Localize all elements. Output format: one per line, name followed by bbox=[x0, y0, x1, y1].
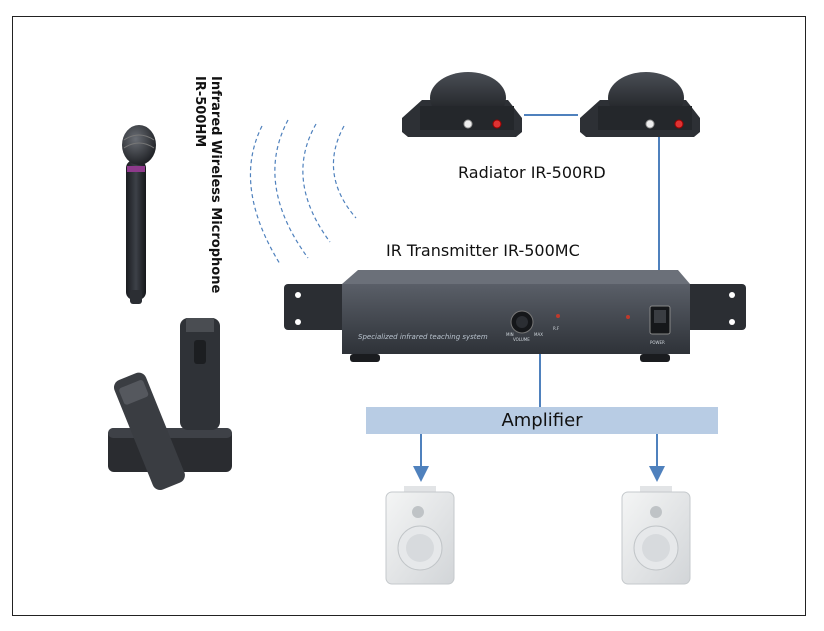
rf-label: R.F bbox=[553, 326, 560, 331]
microphone-label-line2: IR-500HM bbox=[192, 76, 207, 148]
transmitter-label: IR Transmitter IR-500MC bbox=[386, 241, 580, 260]
transmitter-brand-text: Specialized infrared teaching system bbox=[358, 333, 488, 341]
signal-wave-icon bbox=[249, 119, 357, 265]
amplifier-box: Amplifier bbox=[366, 407, 718, 434]
amplifier-label: Amplifier bbox=[501, 410, 583, 431]
microphone-icon bbox=[122, 125, 156, 304]
speaker-icon bbox=[385, 486, 455, 585]
transmitter-icon bbox=[284, 270, 746, 362]
radiator-label: Radiator IR-500RD bbox=[458, 163, 606, 182]
radiator-icon bbox=[402, 72, 522, 137]
volume-max-label: MAX bbox=[534, 332, 543, 337]
volume-label: VOLUME bbox=[513, 337, 530, 342]
radiator-icon bbox=[580, 72, 700, 137]
diagram-frame bbox=[12, 16, 806, 616]
microphone-label-line1: Infrared Wireless Microphone bbox=[208, 76, 223, 294]
microphone-label: Infrared Wireless Microphone IR-500HM bbox=[183, 76, 223, 306]
connection-lines bbox=[524, 114, 660, 407]
charger-icon bbox=[108, 318, 232, 490]
arrow-down-icon bbox=[413, 434, 665, 482]
power-label: POWER bbox=[650, 340, 665, 345]
volume-min-label: MIN bbox=[506, 332, 514, 337]
speaker-icon bbox=[621, 486, 691, 585]
